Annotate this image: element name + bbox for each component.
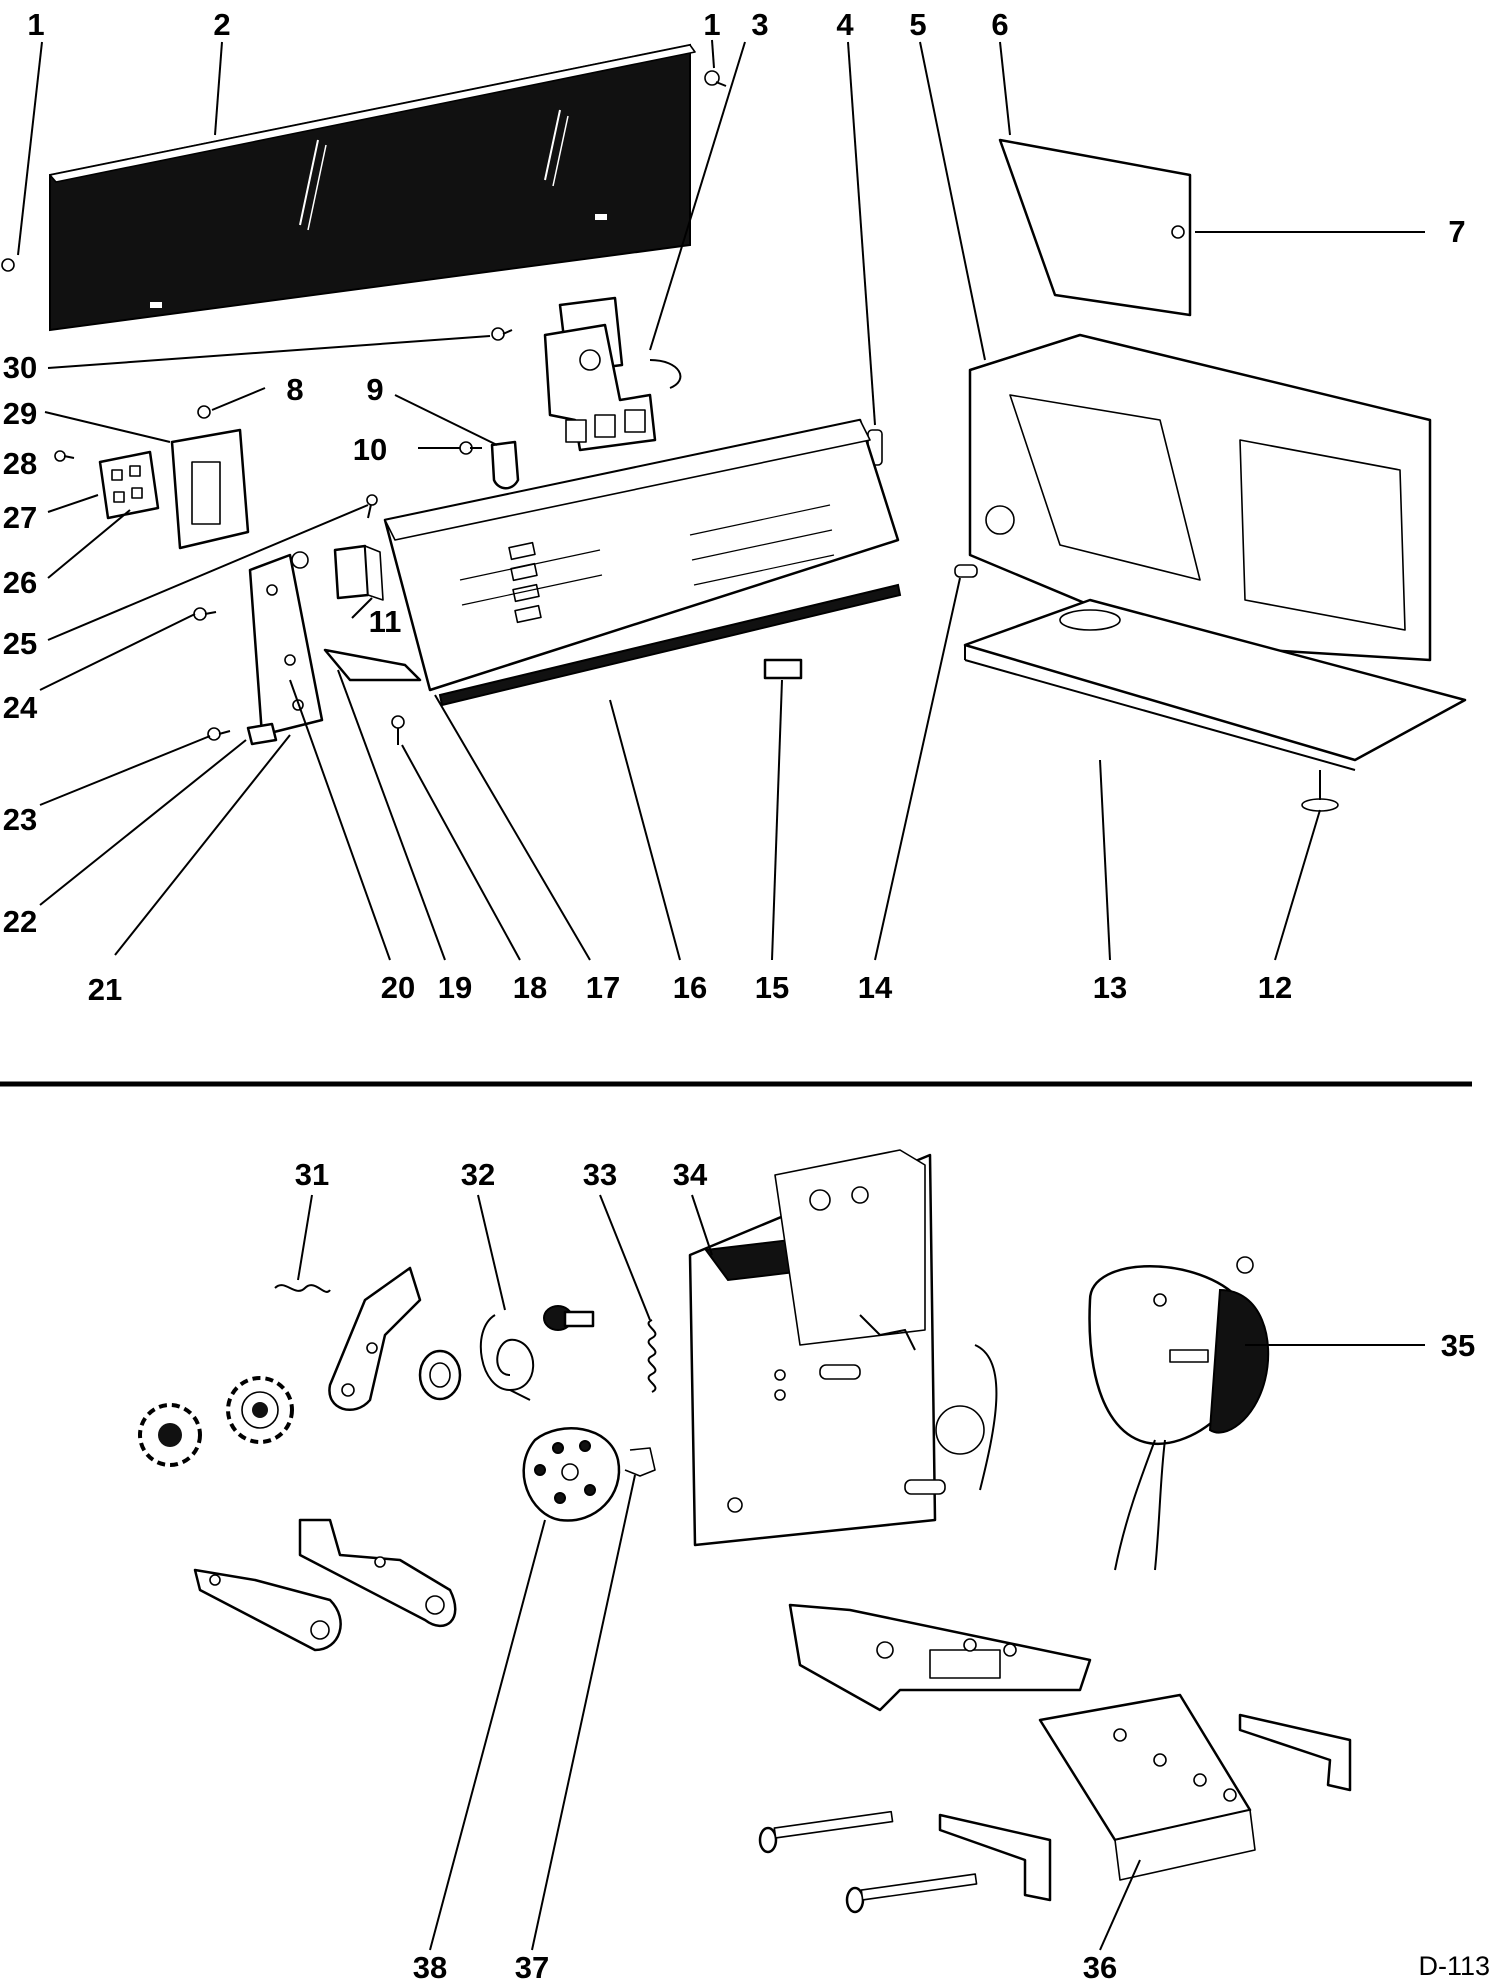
spring-pin-part-31 [274,1284,331,1293]
callout-8: 8 [286,372,303,407]
callout-29: 29 [3,396,37,431]
control-panel-part-17 [383,418,900,692]
callout-14: 14 [858,970,893,1005]
cabinet-part-5 [968,333,1432,662]
switch-mount-plate [788,1603,1092,1712]
screw-part-25 [366,494,378,519]
figure-reference-code: D-113 [1418,1951,1490,1981]
callout-28: 28 [3,446,37,481]
callout-labels: 1 2 1 3 4 5 6 7 30 8 9 10 29 28 27 26 25… [3,7,1475,1985]
callout-20: 20 [381,970,415,1005]
callout-25: 25 [3,626,37,661]
torsion-spring-part-32 [479,1314,535,1401]
screw-part-8 [197,405,211,419]
knob-part-14 [954,564,978,578]
callout-2: 2 [213,7,230,42]
callout-34: 34 [673,1157,708,1192]
trim-strip-part-16 [438,583,902,707]
callout-31: 31 [295,1157,329,1192]
base-board-part-13 [963,598,1467,771]
bracket-part-11 [291,544,384,601]
sprocket-large [226,1376,294,1444]
switch-plate-part-29 [170,428,250,550]
block-part-22 [246,722,278,746]
callout-5: 5 [909,7,926,42]
l-bracket-right [1238,1713,1352,1792]
callout-30: 30 [3,350,37,385]
screw-part-1-left [1,258,15,272]
callout-36: 36 [1083,1950,1117,1981]
screw-part-30 [491,327,513,341]
motor-part-35 [1088,1256,1270,1571]
callout-23: 23 [3,802,37,837]
screw-part-1-right [704,70,727,87]
link-arm-left [193,1568,342,1652]
callout-24: 24 [3,690,38,725]
callout-13: 13 [1093,970,1127,1005]
callout-19: 19 [438,970,472,1005]
screw-part-10 [459,441,482,455]
callout-6: 6 [991,7,1008,42]
callout-4: 4 [836,7,854,42]
cover-plate-part-6 [998,138,1192,317]
switch-block-part-36 [1038,1693,1256,1881]
coil-spring-part-33 [647,1319,657,1393]
screw-part-23 [207,727,231,741]
callout-3: 3 [751,7,768,42]
screw-part-28 [54,450,75,462]
pawl-lever [328,1266,422,1411]
leader-lines-lower [297,1194,1425,1951]
callout-9: 9 [366,372,383,407]
long-screw-lower [845,1873,978,1914]
sprocket-small [138,1403,202,1467]
glass-panel-part-2 [49,43,696,332]
callout-7: 7 [1448,214,1465,249]
callout-16: 16 [673,970,707,1005]
callout-32: 32 [461,1157,495,1192]
long-screw-upper [758,1810,894,1854]
angle-bracket-part-19 [323,648,422,682]
callout-33: 33 [583,1157,617,1192]
callout-10: 10 [353,432,387,467]
callout-11: 11 [369,604,402,639]
l-bracket-center [938,1813,1052,1902]
shoulder-screw [543,1305,595,1331]
side-plate-part-20 [248,553,324,737]
callout-26: 26 [3,565,37,600]
link-arm-right [298,1518,457,1628]
bracket-part-15 [763,658,803,680]
callout-37: 37 [515,1950,549,1981]
cam-disc-part-38 [522,1427,621,1522]
callout-38: 38 [413,1950,447,1981]
callout-15: 15 [755,970,789,1005]
callout-21: 21 [88,972,122,1007]
washer [418,1349,462,1401]
callout-12: 12 [1258,970,1292,1005]
callout-22: 22 [3,904,37,939]
callout-27: 27 [3,500,37,535]
back-bracket [774,1149,998,1491]
callout-18: 18 [513,970,547,1005]
switch-part-27 [98,450,160,520]
screw-part-24 [193,607,217,621]
callout-1: 1 [27,7,44,42]
leader-lines-upper [17,39,1425,961]
foot-screw-part-12 [1301,770,1339,812]
callout-1: 1 [703,7,720,42]
bracket-part-9 [490,440,520,490]
callout-35: 35 [1441,1328,1475,1363]
callout-17: 17 [586,970,620,1005]
screw-part-18 [391,715,405,745]
clip-part-37 [624,1447,656,1477]
mechanism-part-3 [543,296,682,452]
